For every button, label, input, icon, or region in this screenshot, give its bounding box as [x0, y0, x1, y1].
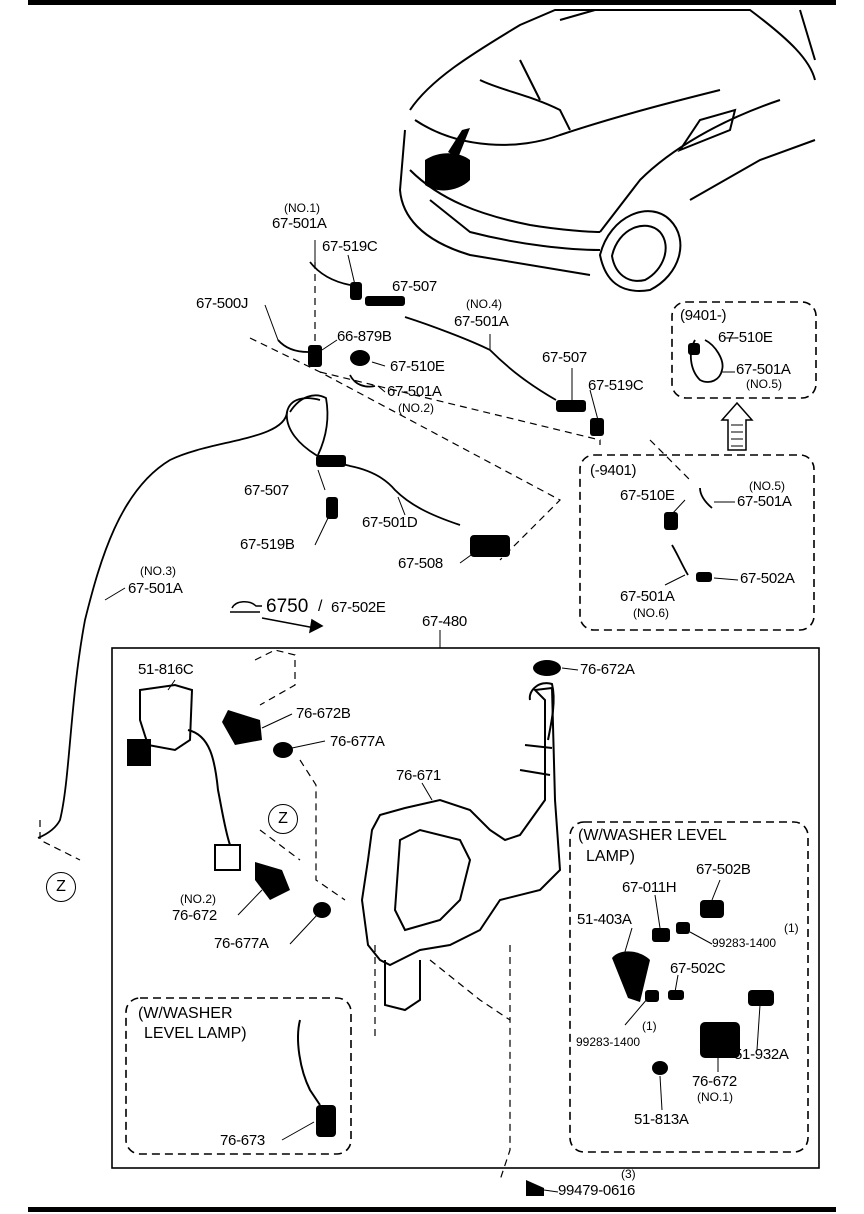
box-level-lamp-right-67-011H: 67-011H — [622, 879, 677, 896]
box-level-lamp-right-67-502B: 67-502B — [696, 861, 751, 878]
box-level-lamp-right-title1: (W/WASHER LEVEL — [578, 827, 727, 844]
callout-67-501D: 67-501D — [362, 514, 418, 531]
callout-no4: (NO.4) — [466, 297, 502, 311]
callout-67-480: 67-480 — [422, 613, 467, 630]
box-level-lamp-right-qty1-a: (1) — [784, 921, 799, 935]
callout-51-816C: 51-816C — [138, 661, 194, 678]
callout-67-501A-no4: 67-501A — [454, 313, 509, 330]
box-level-lamp-right-67-502C: 67-502C — [670, 960, 726, 977]
box-level-lamp-right-76-672: 76-672 — [692, 1073, 737, 1090]
box-level-lamp-right-no1: (NO.1) — [697, 1090, 733, 1104]
callout-76-672B: 76-672B — [296, 705, 351, 722]
callout-qty3: (3) — [621, 1167, 636, 1181]
box-level-lamp-left-title1: (W/WASHER — [138, 1005, 233, 1022]
callout-67-507-top: 67-507 — [392, 278, 437, 295]
box-9401-before-no6: (NO.6) — [633, 606, 669, 620]
callout-67-519C-mid: 67-519C — [588, 377, 644, 394]
callout-67-500J: 67-500J — [196, 295, 249, 312]
callout-67-508: 67-508 — [398, 555, 443, 572]
box-9401-before-67-501A-no6: 67-501A — [620, 588, 675, 605]
box-9401-before-title: (-9401) — [590, 462, 637, 479]
box-level-lamp-right-qty1-b: (1) — [642, 1019, 657, 1033]
callout-67-507-low: 67-507 — [244, 482, 289, 499]
box-9401-after-title: (9401-) — [680, 307, 727, 324]
callout-76-677A-top: 76-677A — [330, 733, 385, 750]
box-9401-after-67-501A: 67-501A — [736, 361, 791, 378]
callout-67-510E-mid: 67-510E — [390, 358, 445, 375]
callout-99479-0616: 99479-0616 — [558, 1182, 636, 1199]
callout-no2-top: (NO.2) — [398, 401, 434, 415]
callout-76-672: 76-672 — [172, 907, 217, 924]
callout-67-501A-no2: 67-501A — [387, 383, 442, 400]
callout-no1: (NO.1) — [284, 201, 320, 215]
box-level-lamp-right-99283-a: 99283-1400 — [712, 936, 777, 950]
zone-z-marker-upper: Z — [268, 804, 298, 834]
box-level-lamp-right-51-403A: 51-403A — [577, 911, 632, 928]
reference-arrow-icon — [230, 601, 324, 634]
ref-slash: / — [318, 598, 323, 615]
callout-66-879B: 66-879B — [337, 328, 392, 345]
box-level-lamp-right-99283-b: 99283-1400 — [576, 1035, 641, 1049]
callout-67-519C-top: 67-519C — [322, 238, 378, 255]
callout-76-672A: 76-672A — [580, 661, 635, 678]
ref-6750: 6750 — [266, 596, 309, 617]
box-level-lamp-right-51-932A: 51-932A — [734, 1046, 789, 1063]
car-outline-icon — [398, 9, 816, 292]
box-9401-after-67-510E: 67-510E — [718, 329, 773, 346]
callout-76-673: 76-673 — [220, 1132, 265, 1149]
box-9401-before-67-502A: 67-502A — [740, 570, 795, 587]
box-9401-before-67-510E: 67-510E — [620, 487, 675, 504]
callout-no3: (NO.3) — [140, 564, 176, 578]
zone-z-marker-left: Z — [46, 872, 76, 902]
box-9401-before-no5: (NO.5) — [749, 479, 785, 493]
box-level-lamp-right-title2: LAMP) — [586, 848, 635, 865]
callout-76-671: 76-671 — [396, 767, 441, 784]
callout-no2-low: (NO.2) — [180, 892, 216, 906]
box-level-lamp-right-51-813A: 51-813A — [634, 1111, 689, 1128]
box-9401-before-67-501A-no5: 67-501A — [737, 493, 792, 510]
arrow-up-icon — [720, 401, 754, 451]
callout-67-502E: 67-502E — [331, 599, 386, 616]
callout-67-519B: 67-519B — [240, 536, 295, 553]
callout-67-507-mid: 67-507 — [542, 349, 587, 366]
callout-67-501A-no3: 67-501A — [128, 580, 183, 597]
box-level-lamp-left-title2: LEVEL LAMP) — [144, 1025, 247, 1042]
callout-67-501A-no1: 67-501A — [272, 215, 327, 232]
callout-76-677A-low: 76-677A — [214, 935, 269, 952]
box-9401-after-no5: (NO.5) — [746, 377, 782, 391]
